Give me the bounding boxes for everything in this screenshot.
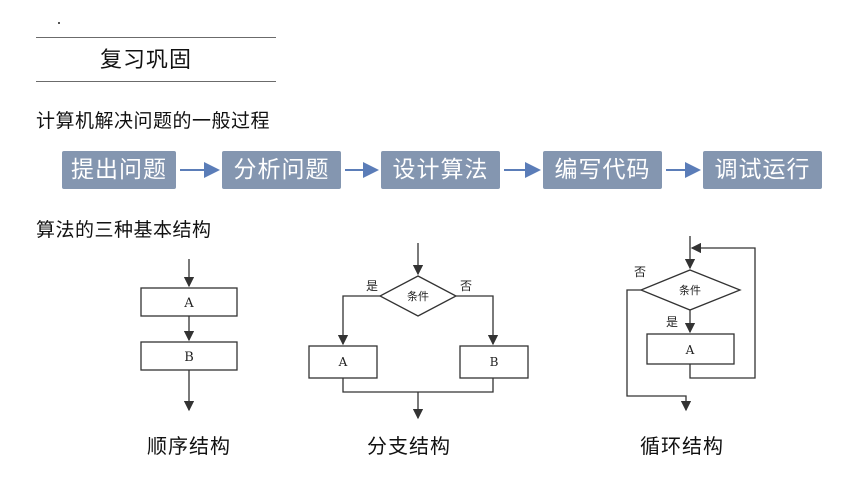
step-2: 分析问题: [222, 151, 341, 189]
structures-heading: 算法的三种基本结构: [36, 219, 212, 241]
branch-caption: 分支结构: [367, 434, 451, 458]
branch-condition-label: 条件: [407, 289, 429, 303]
step-1: 提出问题: [62, 151, 176, 189]
branch-flowchart: [308, 243, 529, 420]
process-heading: 计算机解决问题的一般过程: [36, 110, 271, 132]
sequence-box-a-label: A: [183, 296, 194, 311]
loop-flowchart: [626, 236, 756, 412]
sequence-flowchart: [140, 259, 238, 412]
title-top-rule: [36, 37, 276, 38]
step-4: 编写代码: [543, 151, 662, 189]
loop-condition-label: 条件: [679, 283, 701, 297]
loop-caption: 循环结构: [640, 434, 724, 458]
title-bottom-rule: [36, 81, 276, 82]
loop-yes-label: 是: [666, 315, 678, 329]
sequence-box-b-label: B: [184, 350, 194, 365]
decorative-dot: [58, 22, 60, 24]
step-3: 设计算法: [381, 151, 500, 189]
branch-box-a-label: A: [338, 355, 348, 369]
loop-no-label: 否: [634, 265, 646, 279]
page-title: 复习巩固: [100, 48, 193, 73]
step-5: 调试运行: [703, 151, 822, 189]
loop-box-a-label: A: [685, 343, 695, 357]
branch-no-label: 否: [460, 279, 472, 293]
branch-box-b-label: B: [490, 355, 499, 369]
branch-yes-label: 是: [366, 279, 378, 293]
sequence-caption: 顺序结构: [147, 434, 231, 458]
